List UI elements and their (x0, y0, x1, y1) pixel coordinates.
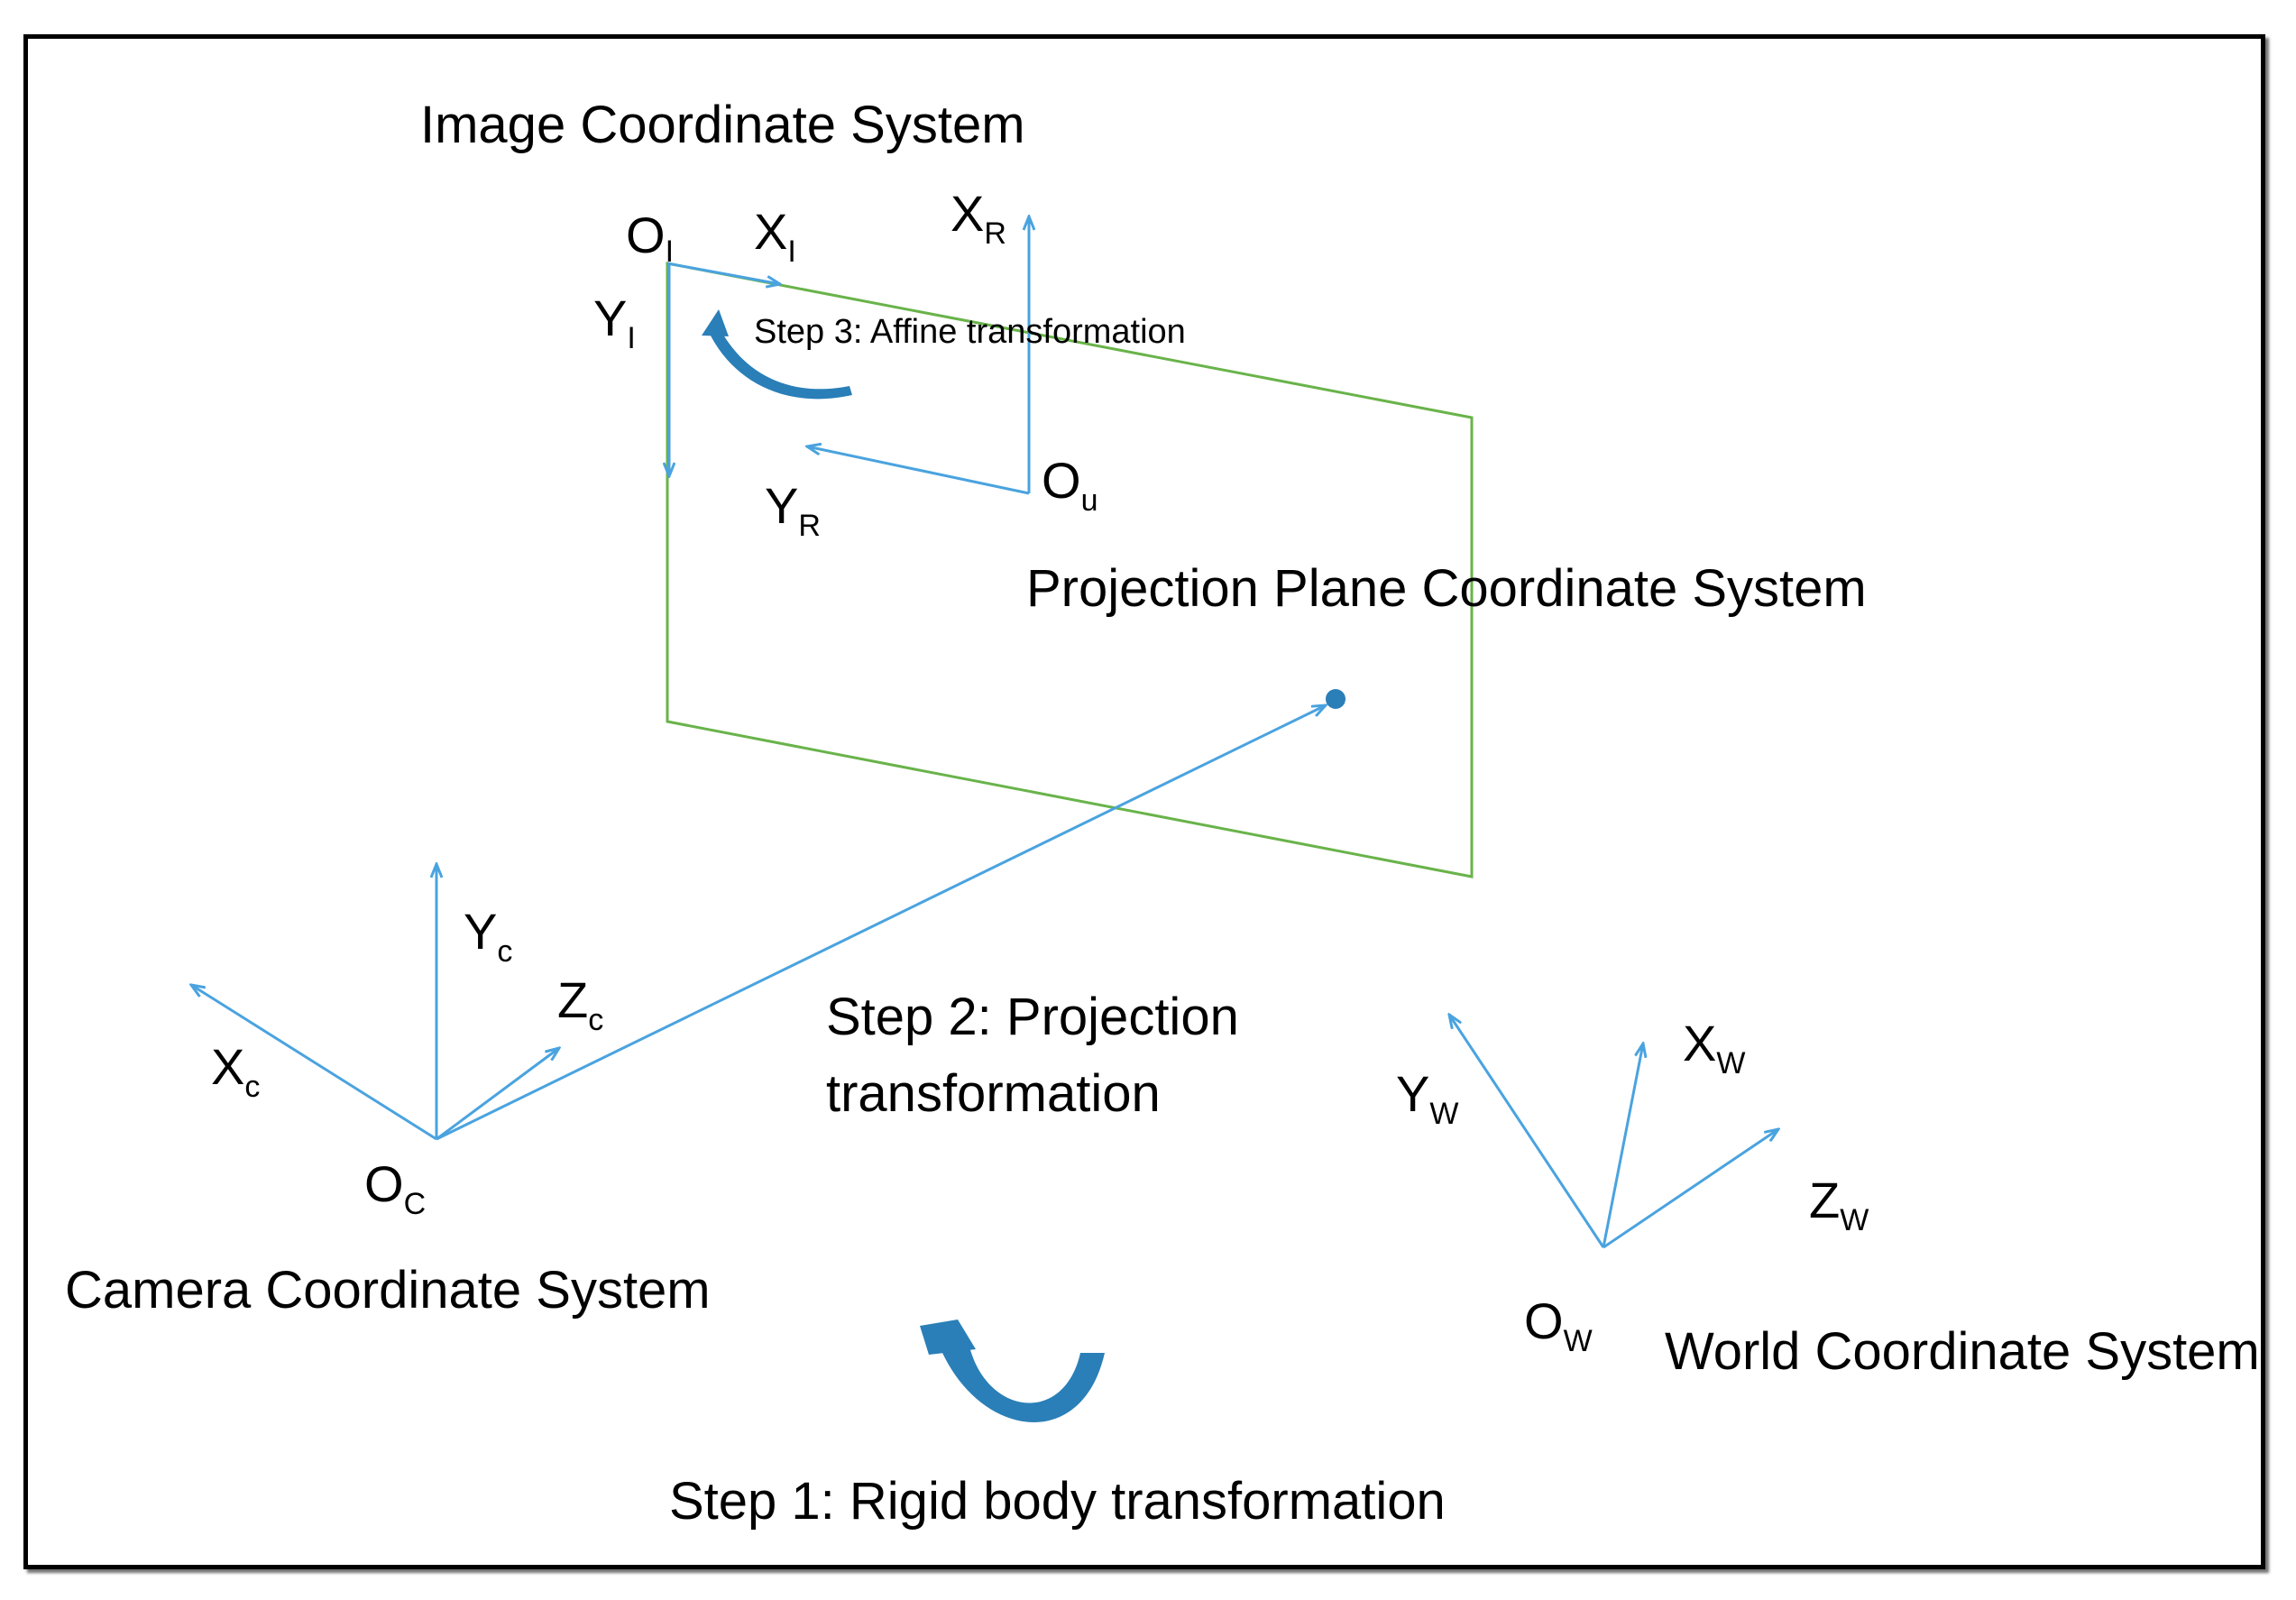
image-cs-title: Image Coordinate System (420, 96, 1025, 154)
proj-y-axis (807, 446, 1030, 495)
step2-label-line1: Step 2: Projection (826, 988, 1239, 1046)
step1-label: Step 1: Rigid body transformation (669, 1472, 1446, 1531)
dot-icon (1326, 689, 1345, 709)
camera-cs-title: Camera Coordinate System (65, 1261, 711, 1320)
curved-arrow-icon (920, 1320, 1105, 1422)
curved-arrow-icon (702, 309, 852, 400)
world-cs-title: World Coordinate System (1665, 1322, 2260, 1381)
step3-label: Step 3: Affine transformation (754, 313, 1186, 351)
proj-origin-label: Ou (1042, 452, 1097, 518)
proj-x-label: XR (951, 185, 1006, 251)
projection-plane (666, 262, 1474, 878)
projection-ray (436, 705, 1326, 1141)
camera-z-axis (436, 1048, 559, 1141)
camera-x-axis (191, 985, 437, 1141)
camera-z-label: Zc (557, 971, 603, 1037)
camera-origin-label: OC (364, 1155, 426, 1221)
world-origin-label: OW (1524, 1292, 1593, 1358)
image-x-axis (666, 262, 780, 284)
camera-x-label: Xc (211, 1038, 260, 1104)
world-z-axis (1603, 1129, 1778, 1249)
proj-y-label: YR (765, 477, 821, 543)
camera-y-label: Yc (464, 903, 512, 969)
world-z-label: ZW (1809, 1172, 1869, 1237)
image-y-label: YI (593, 290, 636, 355)
world-x-label: XW (1683, 1015, 1745, 1080)
step2-label-line2: transformation (826, 1064, 1161, 1123)
projection-cs-title: Projection Plane Coordinate System (1026, 559, 1867, 618)
world-x-axis (1602, 1044, 1643, 1248)
diagram-frame (23, 34, 2265, 1569)
world-y-axis (1449, 1015, 1605, 1248)
image-x-label: XI (754, 203, 796, 269)
world-y-label: YW (1396, 1065, 1458, 1131)
image-origin-label: OI (626, 207, 674, 269)
